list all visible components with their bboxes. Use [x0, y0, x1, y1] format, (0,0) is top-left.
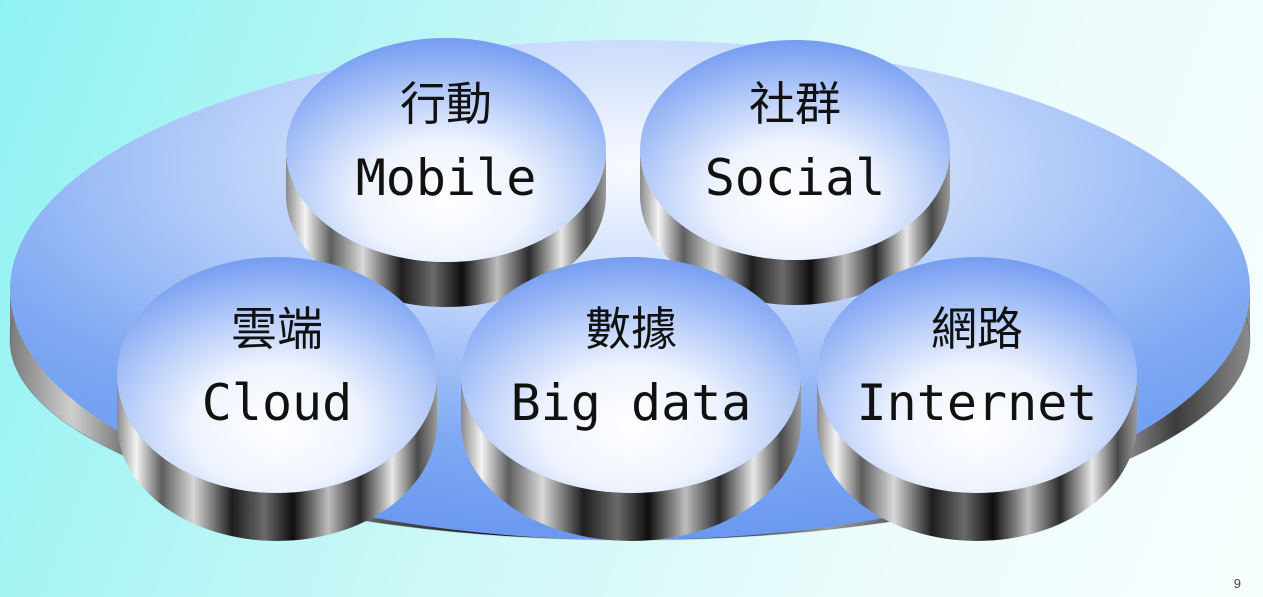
label-zh-social: 社群	[749, 77, 841, 131]
disc-top	[817, 257, 1137, 493]
disc-side	[640, 150, 950, 305]
disc-top	[640, 40, 950, 260]
disc-side	[286, 150, 606, 307]
label-en-bigdata: Big data	[511, 374, 752, 432]
disc-bigdata: 數據 Big data	[461, 257, 801, 541]
label-zh-mobile: 行動	[400, 77, 492, 131]
disc-side	[461, 375, 801, 541]
disc-mobile: 行動 Mobile	[286, 38, 606, 307]
disc-top	[461, 257, 801, 493]
disc-top	[286, 38, 606, 262]
page-number: 9	[1233, 576, 1241, 591]
label-en-internet: Internet	[857, 374, 1098, 432]
disc-cloud: 雲端 Cloud	[117, 257, 437, 541]
label-en-cloud: Cloud	[202, 374, 353, 432]
disc-internet: 網路 Internet	[817, 257, 1137, 541]
disc-side	[817, 375, 1137, 541]
label-zh-bigdata: 數據	[585, 302, 677, 356]
disc-top	[117, 257, 437, 493]
label-zh-internet: 網路	[931, 302, 1023, 356]
disc-side	[117, 375, 437, 541]
disc-social: 社群 Social	[640, 40, 950, 305]
label-zh-cloud: 雲端	[231, 302, 323, 356]
label-en-mobile: Mobile	[356, 149, 537, 207]
label-en-social: Social	[705, 149, 886, 207]
